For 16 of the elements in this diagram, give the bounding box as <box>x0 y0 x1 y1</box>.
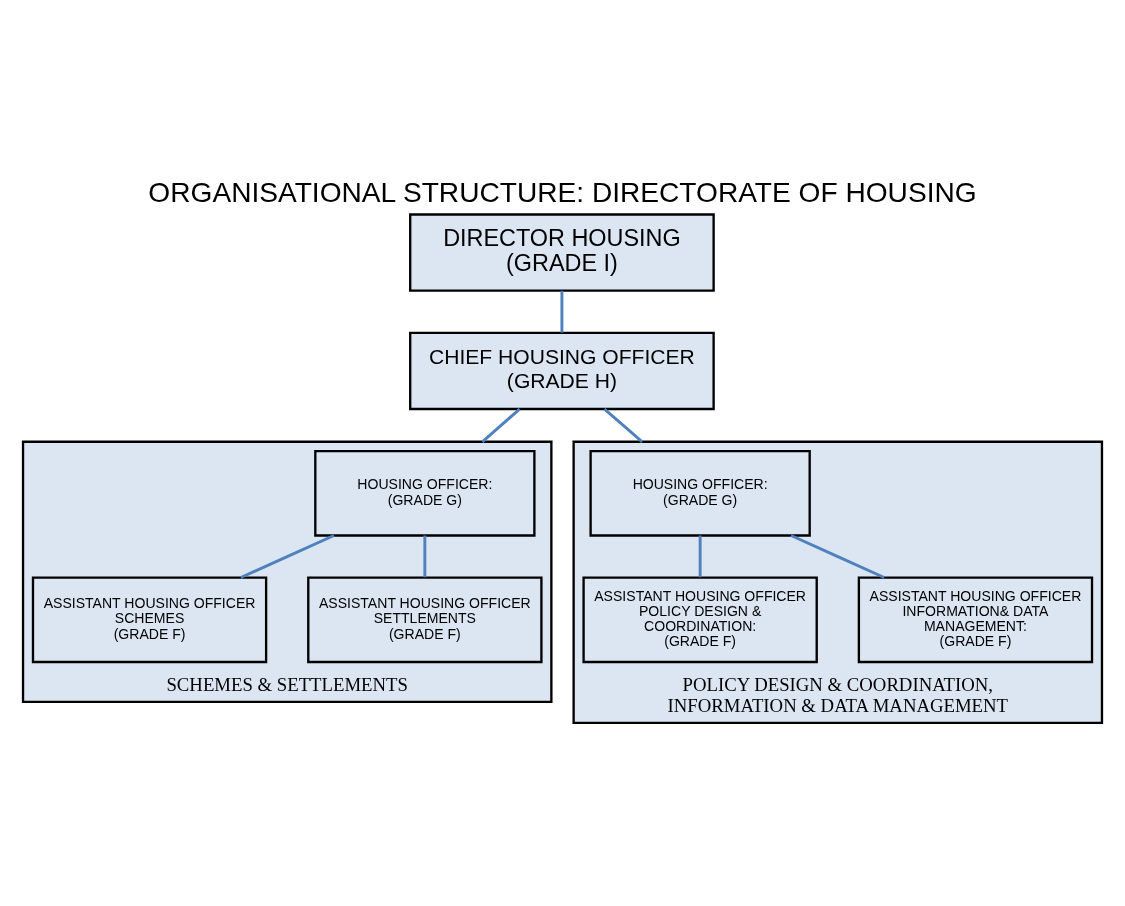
connector <box>481 407 521 443</box>
connector <box>560 290 564 333</box>
node-box: ASSISTANT HOUSING OFFICER SETTLEMENTS (GRADE F) <box>307 576 543 663</box>
node-box: ASSISTANT HOUSING OFFICER POLICY DESIGN & COORDINATION: (GRADE F) <box>582 576 818 663</box>
node-box: HOUSING OFFICER: (GRADE G) <box>314 449 536 537</box>
connector <box>790 533 885 579</box>
node-box: HOUSING OFFICER: (GRADE G) <box>589 449 811 537</box>
node-box: ASSISTANT HOUSING OFFICER SCHEMES (GRADE F) <box>31 576 268 663</box>
connector <box>240 533 335 579</box>
connector <box>698 535 702 577</box>
connector <box>603 407 644 443</box>
node-box: DIRECTOR HOUSING (GRADE I) <box>409 212 715 292</box>
connector <box>423 535 427 577</box>
node-box: ASSISTANT HOUSING OFFICER INFORMATION& DATA MANAGEMENT: (GRADE F) <box>857 576 1094 663</box>
diagram-title: ORGANISATIONAL STRUCTURE: DIRECTORATE OF HOUSING <box>148 176 977 208</box>
node-box: CHIEF HOUSING OFFICER (GRADE H) <box>409 331 715 410</box>
